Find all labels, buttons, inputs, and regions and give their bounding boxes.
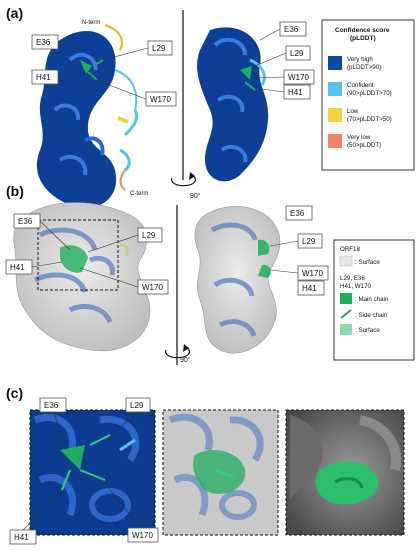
- legend-item-low: Low (70>pLDDT>50): [328, 108, 392, 123]
- label-h41-a2: H41: [253, 84, 311, 100]
- svg-text:H41: H41: [302, 284, 317, 293]
- c-term-label: C-term: [130, 191, 148, 197]
- svg-text:W170: W170: [288, 73, 309, 82]
- panel-b-label: (b): [6, 183, 24, 199]
- svg-text:E36: E36: [290, 209, 305, 218]
- legend-item-confident: Confident (90>pLDDT>70): [328, 82, 392, 97]
- svg-text:(90>pLDDT>70): (90>pLDDT>70): [347, 90, 392, 97]
- panel-a-label: (a): [6, 5, 23, 21]
- label-l29-b1: L29: [87, 227, 163, 253]
- svg-text:L29: L29: [130, 401, 144, 410]
- svg-text:H41: H41: [10, 263, 25, 272]
- label-h41-a1: H41: [31, 69, 86, 85]
- svg-text:E36: E36: [284, 25, 299, 34]
- svg-text:ORF18: ORF18: [340, 246, 361, 253]
- label-l29-a1: L29: [102, 40, 173, 61]
- label-w170-b2: W170: [269, 265, 329, 281]
- svg-text:(pLDDT>90): (pLDDT>90): [347, 64, 381, 71]
- svg-text:L29: L29: [290, 49, 304, 58]
- label-e36-c: E36: [39, 397, 69, 449]
- svg-text:H41: H41: [14, 533, 29, 542]
- svg-text:L29: L29: [152, 44, 166, 53]
- zoom-region-box: [37, 219, 119, 291]
- zoom-c-opaque-surface: [285, 409, 405, 536]
- svg-text:E36: E36: [44, 401, 59, 410]
- svg-text:90°: 90°: [180, 356, 191, 364]
- svg-text:W170: W170: [302, 269, 323, 278]
- label-l29-c: L29: [107, 397, 151, 439]
- label-l29-a2: L29: [254, 45, 311, 67]
- label-h41-c: H41: [9, 489, 65, 545]
- zoom-c-cartoon: [29, 409, 156, 536]
- label-w170-b1: W170: [79, 267, 169, 295]
- legend-item-very-low: Very low (50>pLDDT): [328, 134, 381, 149]
- structure-a-view1: [36, 24, 139, 209]
- panel-c-label: (c): [6, 385, 23, 401]
- label-h41-b1: H41: [5, 259, 63, 275]
- structure-a-view2: [197, 27, 269, 182]
- label-e36-a1: E36: [31, 34, 81, 51]
- label-w170-a1: W170: [95, 79, 177, 107]
- svg-text:L29, E36: L29, E36: [340, 275, 365, 282]
- rotation-axis-a: 90°: [170, 10, 201, 200]
- svg-text:L29: L29: [142, 231, 156, 240]
- legend-confidence: Confidence score (pLDDT) Very high (pLDD…: [321, 19, 415, 171]
- label-h41-b2: H41: [297, 280, 325, 296]
- svg-text:Low: Low: [347, 108, 359, 115]
- legend-item-very-high: Very high (pLDDT>90): [328, 56, 381, 71]
- label-e36-b2: E36: [285, 205, 313, 221]
- label-w170-c: W170: [103, 481, 159, 543]
- svg-text:(pLDDT): (pLDDT): [350, 35, 376, 42]
- rotation-axis-b: 90°: [164, 205, 191, 365]
- svg-text:Confident: Confident: [347, 82, 374, 89]
- svg-text:L29: L29: [302, 237, 316, 246]
- svg-text:E36: E36: [36, 38, 51, 47]
- svg-text:90°: 90°: [190, 192, 201, 200]
- svg-text:H41, W170: H41, W170: [340, 283, 372, 290]
- svg-text:H41: H41: [288, 88, 303, 97]
- n-term-label: N-term: [82, 20, 100, 26]
- svg-text:Very high: Very high: [347, 56, 373, 63]
- svg-text:: Surface: : Surface: [355, 259, 380, 266]
- label-l29-b2: L29: [269, 233, 323, 249]
- svg-text:E36: E36: [18, 217, 33, 226]
- surface-b-view1: [13, 202, 151, 352]
- svg-text:W170: W170: [150, 95, 171, 104]
- label-w170-a2: W170: [254, 69, 315, 85]
- svg-text:Very low: Very low: [347, 134, 371, 141]
- surface-b-view2: [194, 205, 281, 354]
- svg-text:: Main chain: : Main chain: [355, 296, 389, 303]
- svg-text:(50>pLDDT): (50>pLDDT): [347, 142, 381, 149]
- svg-text:W170: W170: [142, 283, 163, 292]
- label-e36-b1: E36: [13, 213, 71, 251]
- svg-text:(70>pLDDT>50): (70>pLDDT>50): [347, 116, 392, 123]
- svg-text:: Surface: : Surface: [355, 327, 380, 334]
- label-e36-a2: E36: [259, 21, 307, 41]
- svg-text:H41: H41: [36, 73, 51, 82]
- svg-text:: Side chain: : Side chain: [355, 312, 388, 319]
- svg-text:Confidence score: Confidence score: [335, 27, 390, 34]
- svg-text:W170: W170: [132, 531, 153, 540]
- zoom-c-surface: [162, 409, 279, 536]
- legend-surface: ORF18 : Surface L29, E36 H41, W170 : Mai…: [333, 239, 415, 361]
